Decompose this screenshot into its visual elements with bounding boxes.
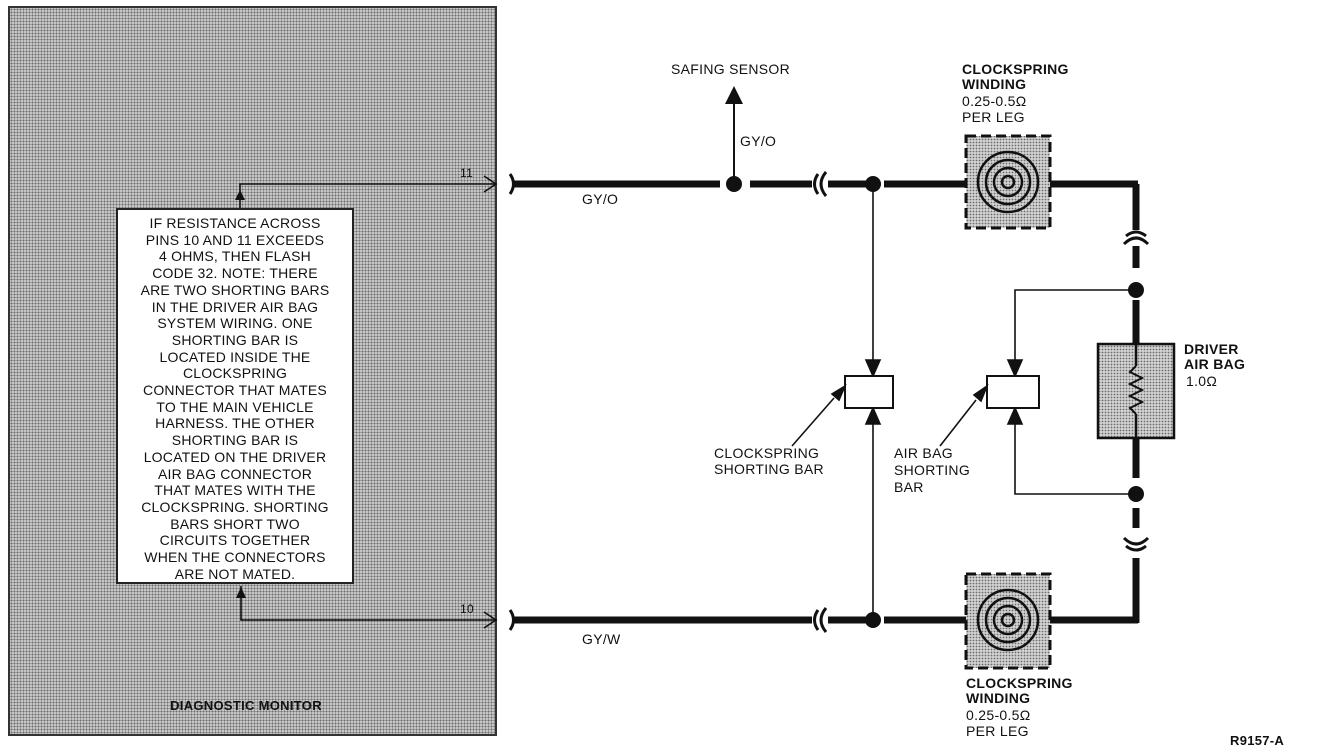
monitor-note-line: AIR BAG CONNECTOR [157, 465, 313, 482]
clockspring-bottom-per-leg: PER LEG [966, 723, 1029, 739]
monitor-note-line: CODE 32. NOTE: THERE [152, 265, 318, 282]
monitor-note-line: LOCATED ON THE DRIVER [143, 448, 327, 465]
wire-label-safing: GY/O [740, 133, 777, 149]
driver-air-bag-resistance: 1.0Ω [1186, 373, 1218, 389]
monitor-note-line: 4 OHMS, THEN FLASH [159, 248, 311, 265]
clockspring-winding-top [964, 134, 1052, 230]
driver-air-bag-line1: DRIVER [1184, 341, 1239, 357]
monitor-connectors [508, 173, 515, 631]
pin-11-label: 11 [460, 166, 474, 180]
monitor-leader-lines [235, 175, 498, 629]
monitor-note-line: BARS SHORT TWO [170, 515, 300, 532]
monitor-note-line: HARNESS. THE OTHER [155, 415, 315, 432]
safing-sensor-branch [725, 86, 743, 192]
clockspring-shorting-bar-circuit [791, 184, 894, 620]
clockspring-bottom-resistance: 0.25-0.5Ω [966, 707, 1031, 723]
air-bag-shorting-bar-box [986, 375, 1040, 409]
monitor-note-line: THAT MATES WITH THE [154, 482, 316, 499]
clockspring-top-resistance: 0.25-0.5Ω [962, 93, 1027, 109]
monitor-note-line: TO THE MAIN VEHICLE [156, 398, 314, 415]
monitor-note-line: CLOCKSPRING [182, 365, 288, 382]
air-bag-shorting-bar-line3: BAR [894, 479, 924, 495]
monitor-note-line: PINS 10 AND 11 EXCEEDS [145, 231, 325, 248]
monitor-note-line: CONNECTOR THAT MATES [143, 382, 327, 399]
air-bag-shorting-bar-line1: AIR BAG [894, 445, 953, 461]
monitor-note-line: CLOCKSPRING. SHORTING [141, 498, 329, 515]
monitor-note-line: SYSTEM WIRING. ONE [157, 315, 313, 332]
wire-label-top: GY/O [582, 191, 619, 207]
clockspring-top-title-2: WINDING [962, 76, 1027, 92]
clockspring-top-title-1: CLOCKSPRING [962, 61, 1069, 77]
air-bag-shorting-bar-line2: SHORTING [894, 462, 971, 478]
clockspring-top-per-leg: PER LEG [962, 109, 1025, 125]
air-bag-shorting-bar-circuit [939, 289, 1136, 495]
clockspring-bottom-title-2: WINDING [966, 690, 1031, 706]
monitor-note-line: SHORTING BAR IS [171, 331, 299, 348]
diagnostic-monitor-title: DIAGNOSTIC MONITOR [170, 698, 322, 713]
monitor-note-line: IN THE DRIVER AIR BAG [151, 298, 319, 315]
safing-sensor-label: SAFING SENSOR [671, 61, 791, 77]
driver-air-bag-module [1096, 342, 1176, 440]
figure-id: R9157-A [1230, 733, 1285, 748]
monitor-note-line: ARE NOT MATED. [174, 565, 296, 582]
harness-wires [513, 180, 1140, 624]
monitor-note-line: WHEN THE CONNECTORS [144, 549, 326, 566]
pin-10-label: 10 [460, 602, 474, 616]
monitor-note-line: IF RESISTANCE ACROSS [149, 215, 321, 231]
monitor-note-line: ARE TWO SHORTING BARS [140, 281, 330, 298]
clockspring-bottom-title-1: CLOCKSPRING [966, 675, 1073, 691]
inline-connectors [813, 171, 1150, 633]
driver-air-bag-line2: AIR BAG [1184, 356, 1246, 372]
monitor-note-line: LOCATED INSIDE THE [159, 348, 311, 365]
clockspring-shorting-bar-line2: SHORTING BAR [714, 461, 824, 477]
wire-label-bottom: GY/W [582, 631, 621, 647]
clockspring-winding-bottom [964, 572, 1052, 670]
clockspring-shorting-bar-box [844, 375, 894, 409]
monitor-note-line: SHORTING BAR IS [171, 432, 299, 449]
clockspring-shorting-bar-line1: CLOCKSPRING [714, 445, 820, 461]
splice-dots [865, 176, 1144, 628]
monitor-note-line: CIRCUITS TOGETHER [159, 532, 311, 549]
